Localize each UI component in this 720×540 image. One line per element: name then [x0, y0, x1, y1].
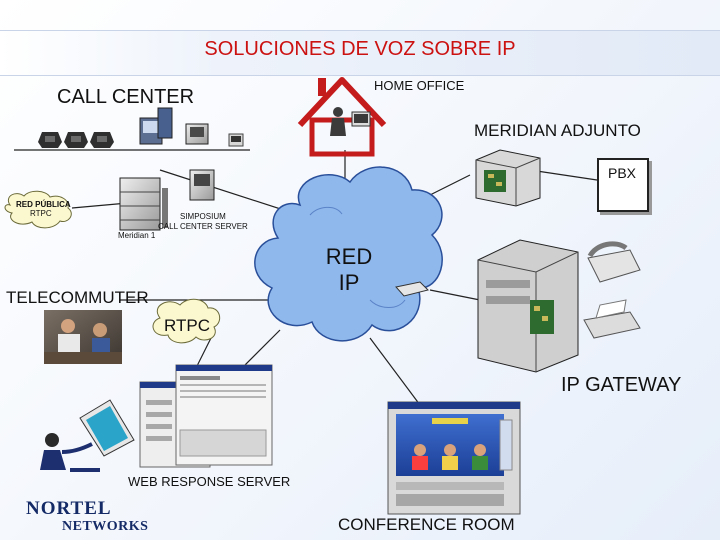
pbx-label: PBX — [600, 165, 644, 181]
simposium-label: SIMPOSIUM — [180, 212, 226, 221]
red-ip-label-line1: RED — [314, 244, 384, 270]
logo-line-1: NORTEL — [26, 500, 148, 518]
meridian-1-label: Meridian 1 — [118, 231, 155, 240]
red-ip-to-gateway-line — [430, 290, 480, 300]
rtpc-label: RTPC — [164, 316, 210, 336]
symposium-server — [190, 170, 214, 200]
home-office-house — [300, 78, 384, 154]
red-ip-label: RED IP — [314, 244, 384, 296]
agent-at-computer — [40, 400, 134, 470]
ip-gateway-device — [478, 240, 578, 372]
web-response-server-screen — [140, 365, 272, 467]
telecommuter-photo — [44, 310, 122, 364]
meridian-adjunto-label: MERIDIAN ADJUNTO — [474, 121, 641, 141]
printer — [584, 300, 640, 338]
call-center-label: CALL CENTER — [57, 86, 194, 109]
conference-room-screen — [388, 402, 520, 514]
meridian-adjunto-device — [476, 150, 540, 206]
conference-room-label: CONFERENCE ROOM — [338, 515, 515, 535]
call-center-workstations — [140, 108, 243, 146]
red-ip-label-line2: IP — [314, 270, 384, 296]
desk-phone — [588, 244, 640, 282]
ip-gateway-label: IP GATEWAY — [561, 374, 681, 397]
logo-line-2: NETWORKS — [26, 518, 148, 536]
nortel-networks-logo: NORTEL NETWORKS — [26, 500, 148, 536]
red-ip-to-conference-line — [370, 338, 420, 405]
call-center-phones — [38, 132, 114, 148]
red-publica-label: RED PÚBLICA — [16, 200, 71, 209]
home-office-label: HOME OFFICE — [374, 78, 464, 93]
red-publica-rtpc-label: RTPC — [30, 209, 52, 218]
telecommuter-label: TELECOMMUTER — [6, 288, 149, 308]
call-center-server-label: CALL CENTER SERVER — [158, 222, 248, 231]
web-response-server-label: WEB RESPONSE SERVER — [128, 474, 290, 489]
